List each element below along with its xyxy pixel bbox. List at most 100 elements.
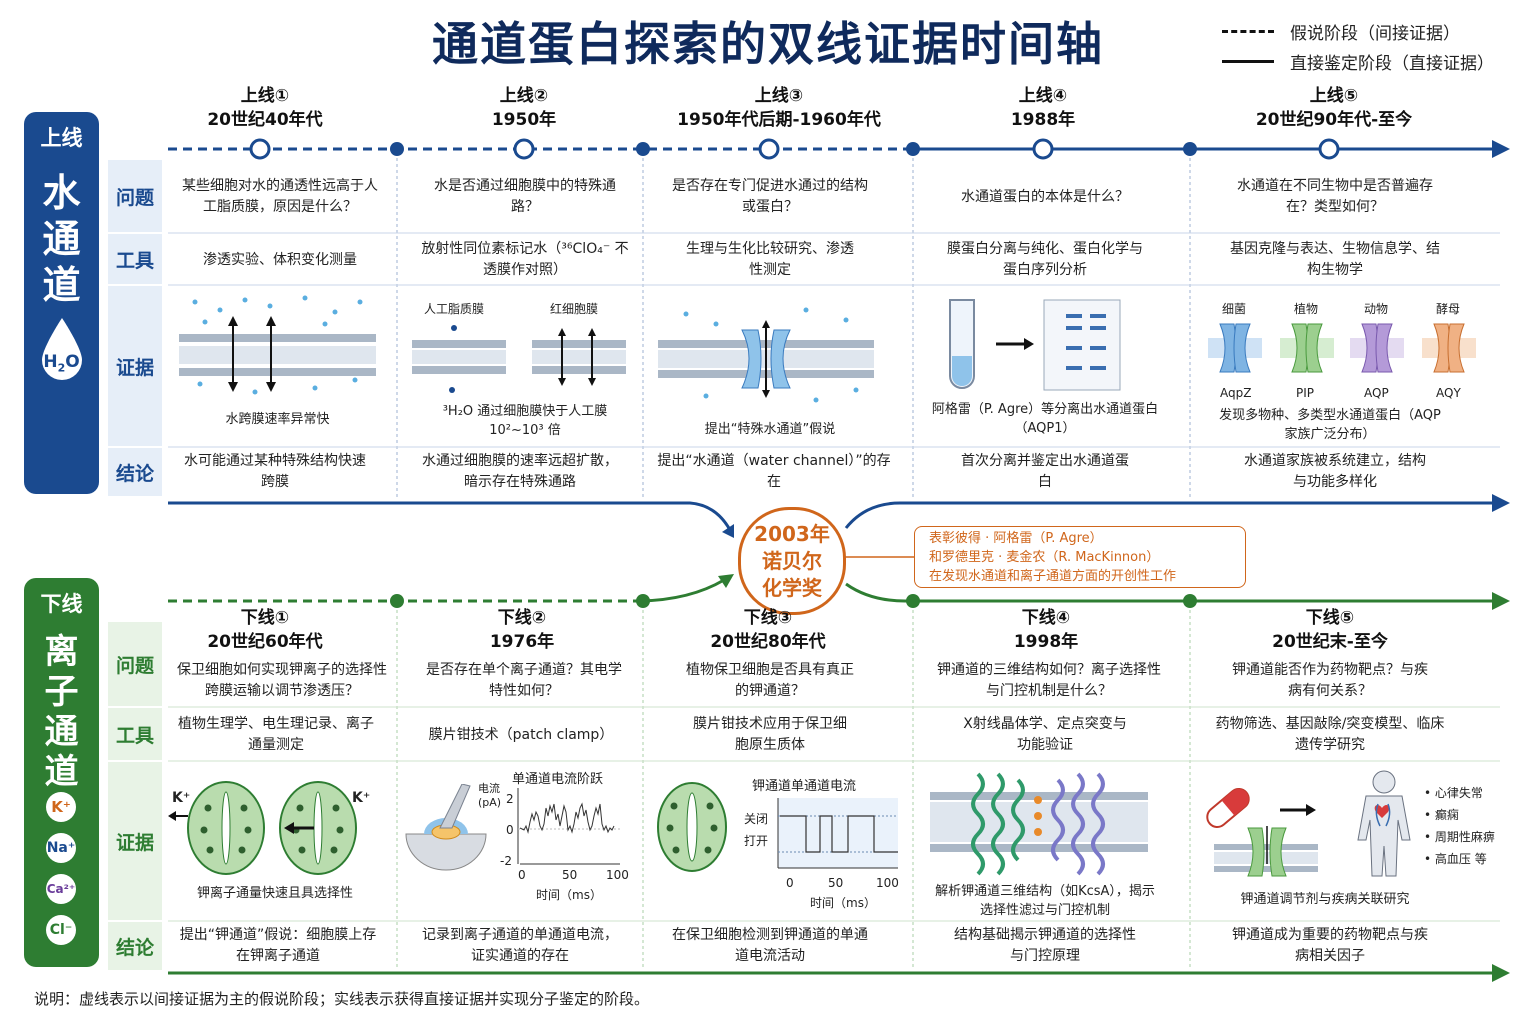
drug-target-illustration — [1206, 770, 1411, 877]
lower-row-conclusion: 结论 — [108, 922, 162, 970]
upper-stage-2-tool: 放射性同位素标记水（³⁶ClO₄⁻ 不透膜作对照） — [421, 241, 629, 278]
upper-stage-4-question: 水通道蛋白的本体是什么？ — [961, 188, 1129, 205]
lower-stage-3-question: 植物保卫细胞是否具有真正的钾通道？ — [686, 662, 854, 699]
water-drop-icon: H2O — [38, 316, 86, 384]
upper-stage-1-tool: 渗透实验、体积变化测量 — [203, 251, 357, 268]
water-channel-hypothesis-illustration — [658, 307, 874, 403]
legend-solid-label: 直接鉴定阶段（直接证据） — [1290, 53, 1494, 74]
upper-tag: 上线 — [40, 126, 83, 150]
lower-stage-3-period: 20世纪80年代 — [710, 632, 826, 652]
lower-stage-1-period: 20世纪60年代 — [207, 632, 323, 652]
upper-stage-1-conclusion: 水可能通过某种特殊结构快速跨膜 — [184, 453, 366, 490]
upper-stage-2-period: 1950年 — [491, 110, 557, 130]
nobel-desc-1: 表彰彼得 · 阿格雷（P. Agre） — [929, 531, 1103, 546]
nobel-prize-badge: 2003年 诺贝尔 化学奖 — [738, 507, 846, 615]
disease-arrhythmia: • 心律失常 — [1424, 786, 1483, 800]
upper-stage-3-period: 1950年代后期-1960年代 — [677, 110, 881, 130]
upper-stage-1-question: 某些细胞对水的通透性远高于人工脂质膜，原因是什么？ — [182, 178, 378, 215]
upper-stage-3-question: 是否存在专门促进水通过的结构或蛋白？ — [672, 178, 868, 215]
lower-stage-4-conclusion: 结构基础揭示钾通道的选择性与门控原理 — [954, 927, 1136, 964]
aqp-family-illustration — [1208, 323, 1476, 373]
upper-stage-3-conclusion: 提出“水通道（water channel）”的存在 — [657, 453, 891, 490]
protein-aqy: AQY — [1436, 386, 1461, 400]
nobel-line2: 诺贝尔 — [762, 548, 822, 573]
upper-stage-2-title: 上线② — [499, 86, 549, 106]
rbc-membrane-label: 红细胞膜 — [550, 302, 599, 316]
lower-stage-1-conclusion: 提出“钾通道”假说：细胞膜上存在钾离子通道 — [179, 927, 377, 964]
disease-hypertension: • 高血压 等 — [1424, 852, 1487, 866]
lower-plot-1-ylabel: 电流 (pA) — [478, 782, 502, 809]
disease-epilepsy: • 癫痫 — [1424, 808, 1459, 822]
organism-animal: 动物 — [1364, 302, 1389, 316]
upper-stage-1-title: 上线① — [240, 86, 290, 106]
solid-line-key — [1222, 59, 1274, 63]
lower-stage-1-title: 下线① — [240, 608, 290, 628]
lower-stage-1-evidence: 钾离子通量快速且具选择性 — [196, 886, 353, 901]
upper-stage-5-header: 上线⑤ 20世纪90年代-至今 — [1219, 84, 1449, 132]
upper-stage-2-header: 上线② 1950年 — [424, 84, 624, 132]
organism-yeast: 酵母 — [1436, 302, 1461, 316]
upper-stage-5-period: 20世纪90年代-至今 — [1255, 110, 1413, 130]
lower-plot-1-title: 单通道电流阶跃 — [512, 772, 604, 787]
lower-stage-4-tool: X射线晶体学、定点突变与功能验证 — [963, 716, 1127, 753]
lower-stage-3-tool: 膜片钳技术应用于保卫细胞原生质体 — [693, 716, 847, 753]
guard-cell-illustration — [168, 781, 357, 875]
lower-stage-2-title: 下线② — [497, 608, 547, 628]
legend-dashed-label: 假说阶段（间接证据） — [1290, 23, 1460, 44]
state-closed: 关闭 — [744, 812, 769, 826]
xtick-100: 100 — [606, 868, 629, 882]
upper-stage-5-conclusion: 水通道家族被系统建立，结构与功能多样化 — [1244, 453, 1426, 490]
disease-periodic-paralysis: • 周期性麻痹 — [1424, 830, 1495, 844]
lower-tag: 下线 — [40, 592, 83, 616]
upper-stage-4-title: 上线④ — [1018, 86, 1068, 106]
guard-cell-pair-illustration — [657, 782, 727, 872]
upper-stage-4-conclusion: 首次分离并鉴定出水通道蛋白 — [961, 453, 1129, 490]
ytick-2: 2 — [506, 792, 514, 806]
nobel-desc-3: 在发现水通道和离子通道方面的开创性工作 — [929, 569, 1177, 584]
lower-stage-1-question: 保卫细胞如何实现钾离子的选择性跨膜运输以调节渗透压？ — [177, 662, 387, 699]
protein-aqp: AQP — [1364, 386, 1389, 400]
upper-stage-5-title: 上线⑤ — [1309, 86, 1359, 106]
upper-stage-2-question: 水是否通过细胞膜中的特殊通路？ — [434, 178, 616, 215]
upper-stage-1-evidence: 水跨膜速率异常快 — [225, 412, 330, 427]
lower-stage-4-period: 1998年 — [1013, 632, 1079, 652]
upper-row-evidence: 证据 — [108, 286, 162, 446]
lower-name: 离子通道 — [24, 632, 99, 792]
lower-stage-5-title: 下线⑤ — [1305, 608, 1355, 628]
upper-line-label: 上线 水通道 H2O — [24, 112, 99, 494]
lower-stage-4-evidence: 解析钾通道三维结构（如KcsA），揭示选择性滤过与门控机制 — [935, 884, 1155, 918]
lower-stage-5-tool: 药物筛选、基因敲除/突变模型、临床遗传学研究 — [1215, 716, 1445, 753]
lower-name-text: 离子通道 — [44, 632, 79, 792]
upper-stage-3-title: 上线③ — [754, 86, 804, 106]
xtick-50: 50 — [562, 868, 578, 882]
lower-row-question: 问题 — [108, 622, 162, 706]
upper-name-text: 水通道 — [42, 171, 81, 307]
lower-stage-3-title: 下线③ — [743, 608, 793, 628]
state-open: 打开 — [744, 834, 769, 848]
lower-stage-5-evidence: 钾通道调节剂与疾病关联研究 — [1240, 892, 1410, 907]
lower-stage-5-conclusion: 钾通道成为重要的药物靶点与疾病相关因子 — [1232, 927, 1428, 964]
disease-list: • 心律失常 • 癫痫 • 周期性麻痹 • 高血压 等 — [1424, 782, 1495, 870]
upper-stage-2-evidence: ³H₂O 通过细胞膜快于人工膜 10²~10³ 倍 — [442, 404, 608, 438]
upper-stage-5-evidence: 发现多物种、多类型水通道蛋白（AQP家族广泛分布） — [1219, 408, 1441, 442]
lower-stage-4-title: 下线④ — [1021, 608, 1071, 628]
upper-stage-3-header: 上线③ 1950年代后期-1960年代 — [664, 84, 894, 132]
lower-row-evidence: 证据 — [108, 762, 162, 920]
k-ion-right: K⁺ — [352, 790, 371, 806]
ion-cl: Cl⁻ — [46, 915, 76, 945]
upper-row-conclusion: 结论 — [108, 448, 162, 496]
ytick-0: 0 — [506, 823, 514, 837]
membrane-comparison-illustration — [412, 325, 626, 393]
lower-stage-4-header: 下线④ 1998年 — [946, 606, 1146, 654]
k-channel-current-plot — [777, 798, 898, 869]
lower-stage-2-tool: 膜片钳技术（patch clamp） — [428, 726, 614, 743]
lower-stage-3-conclusion: 在保卫细胞检测到钾通道的单通道电流活动 — [672, 927, 868, 964]
k-ion-left: K⁺ — [172, 790, 191, 806]
ion-ca: Ca²⁺ — [46, 874, 76, 904]
page-title: 通道蛋白探索的双线证据时间轴 — [432, 17, 1104, 71]
ion-k: K⁺ — [46, 792, 76, 822]
artificial-membrane-label: 人工脂质膜 — [424, 302, 485, 316]
protein-purification-illustration — [949, 299, 1121, 391]
footnote: 说明：虚线表示以间接证据为主的假说阶段；实线表示获得直接证据并实现分子鉴定的阶段… — [34, 990, 650, 1008]
